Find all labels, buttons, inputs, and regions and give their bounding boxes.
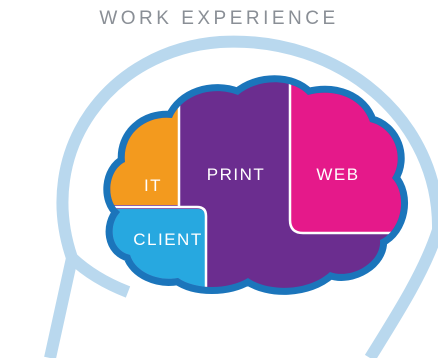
print-label: PRINT	[207, 165, 266, 184]
diagram-title: WORK EXPERIENCE	[99, 8, 339, 29]
web-divider-line	[288, 82, 402, 235]
head-outline	[44, 35, 438, 360]
it-label: IT	[144, 176, 162, 195]
face-profile-outline	[67, 253, 131, 298]
client-divider-line	[110, 205, 208, 288]
web-label: WEB	[316, 165, 359, 184]
neck-outline	[364, 228, 438, 362]
client-label: CLIENT	[133, 230, 202, 249]
